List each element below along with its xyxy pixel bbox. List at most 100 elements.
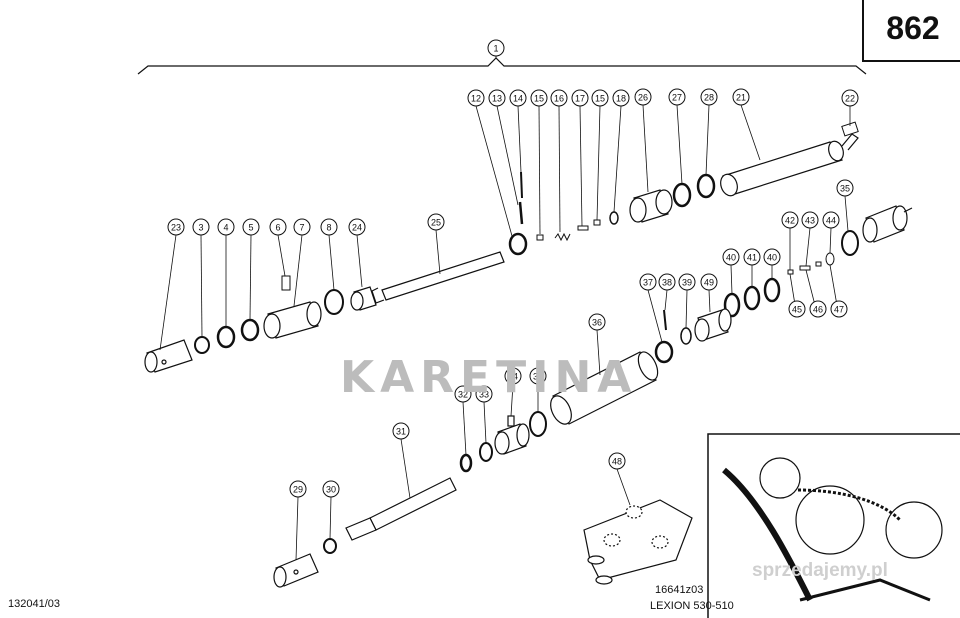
callout-label: 46 [813,305,823,315]
callout-bubble [320,218,338,236]
callout-37: 37 [639,273,663,343]
callout-38: 38 [658,273,676,311]
callout-label: 33 [479,390,489,400]
callout-bubble [427,213,445,231]
callout-47: 47 [829,264,848,318]
callout-bubble [639,273,657,291]
callout-40: 40 [722,248,740,295]
ring-32 [459,453,473,473]
piston-49 [694,308,732,342]
callout-label: 26 [638,93,648,103]
callout-17: 17 [571,89,589,227]
callout-33: 33 [475,385,493,444]
callout-label: 32 [458,390,468,400]
callout-leader [435,229,441,275]
callout-bubble [487,39,505,57]
callout-label: 29 [293,485,303,495]
callout-leader [329,496,332,540]
ring-41 [743,285,761,311]
head-7 [263,301,322,339]
callout-49: 49 [700,273,718,313]
callout-leader [400,438,411,499]
callout-15: 15 [591,89,609,221]
callout-bubble [788,300,806,318]
callout-bubble [454,385,472,403]
callout-35: 35 [529,367,547,412]
washer-4 [216,325,236,349]
callout-bubble [801,211,819,229]
callout-label: 44 [826,216,836,226]
callout-bubble [608,452,626,470]
callout-label: 40 [767,253,777,263]
callout-leader [558,105,561,233]
ring-18 [609,211,619,225]
callout-bubble [509,89,527,107]
callout-bubble [830,300,848,318]
callout-24: 24 [348,218,366,288]
callout-bubble [242,218,260,236]
callout-leader [647,289,663,343]
callout-leader [517,105,522,173]
callout-leader [200,234,203,338]
callout-label: 47 [834,305,844,315]
callout-leader [295,496,299,561]
callout-label: 4 [223,223,228,233]
ring-28 [696,173,716,199]
callout-leader [829,227,832,254]
callout-leader [462,401,467,456]
callout-bubble [167,218,185,236]
callout-leader [496,105,519,206]
callout-leader [708,289,711,313]
callout-6: 6 [269,218,287,277]
callout-label: 23 [171,223,181,233]
document-code: 132041/03 [8,598,60,610]
callout-leader [277,234,286,277]
callout-label: 21 [736,93,746,103]
callout-40: 40 [763,248,781,279]
callout-label: 6 [275,223,280,233]
nipple-6 [281,275,291,291]
callout-bubble [504,367,522,385]
ring-39 [680,327,692,345]
callout-21: 21 [732,88,761,161]
callout-label: 7 [299,223,304,233]
callout-label: 13 [492,94,502,104]
nut-3 [194,336,210,354]
valve-parts-42-47 [787,252,835,275]
callout-bubble [348,218,366,236]
callout-label: 45 [792,305,802,315]
callout-label: 35 [840,184,850,194]
callout-15: 15 [530,89,548,235]
callout-bubble [743,248,761,266]
callout-1: 1 [487,39,505,58]
callout-bubble [700,88,718,106]
callout-30: 30 [322,480,340,540]
callout-bubble [588,313,606,331]
piston-26 [629,189,673,223]
callout-leader [596,329,601,376]
callout-bubble [467,89,485,107]
callout-5: 5 [242,218,260,321]
callout-43: 43 [801,211,819,267]
callout-leader [579,105,583,227]
callout-leader [740,104,761,161]
callout-leader [328,234,335,291]
callout-4: 4 [217,218,235,327]
callout-leader [844,195,849,232]
callout-leader [510,383,514,417]
callout-label: 22 [845,94,855,104]
callout-label: 25 [431,218,441,228]
callout-bubble [700,273,718,291]
callout-bubble [293,218,311,236]
callout-25: 25 [427,213,445,275]
callout-leader [685,289,688,329]
pin-17 [577,225,589,231]
callout-bubble [475,385,493,403]
callout-leader [613,105,622,213]
ball-15a [536,234,544,241]
fitting-22 [841,121,859,137]
callout-label: 17 [575,94,585,104]
callout-bubble [571,89,589,107]
callout-leader [356,234,363,288]
